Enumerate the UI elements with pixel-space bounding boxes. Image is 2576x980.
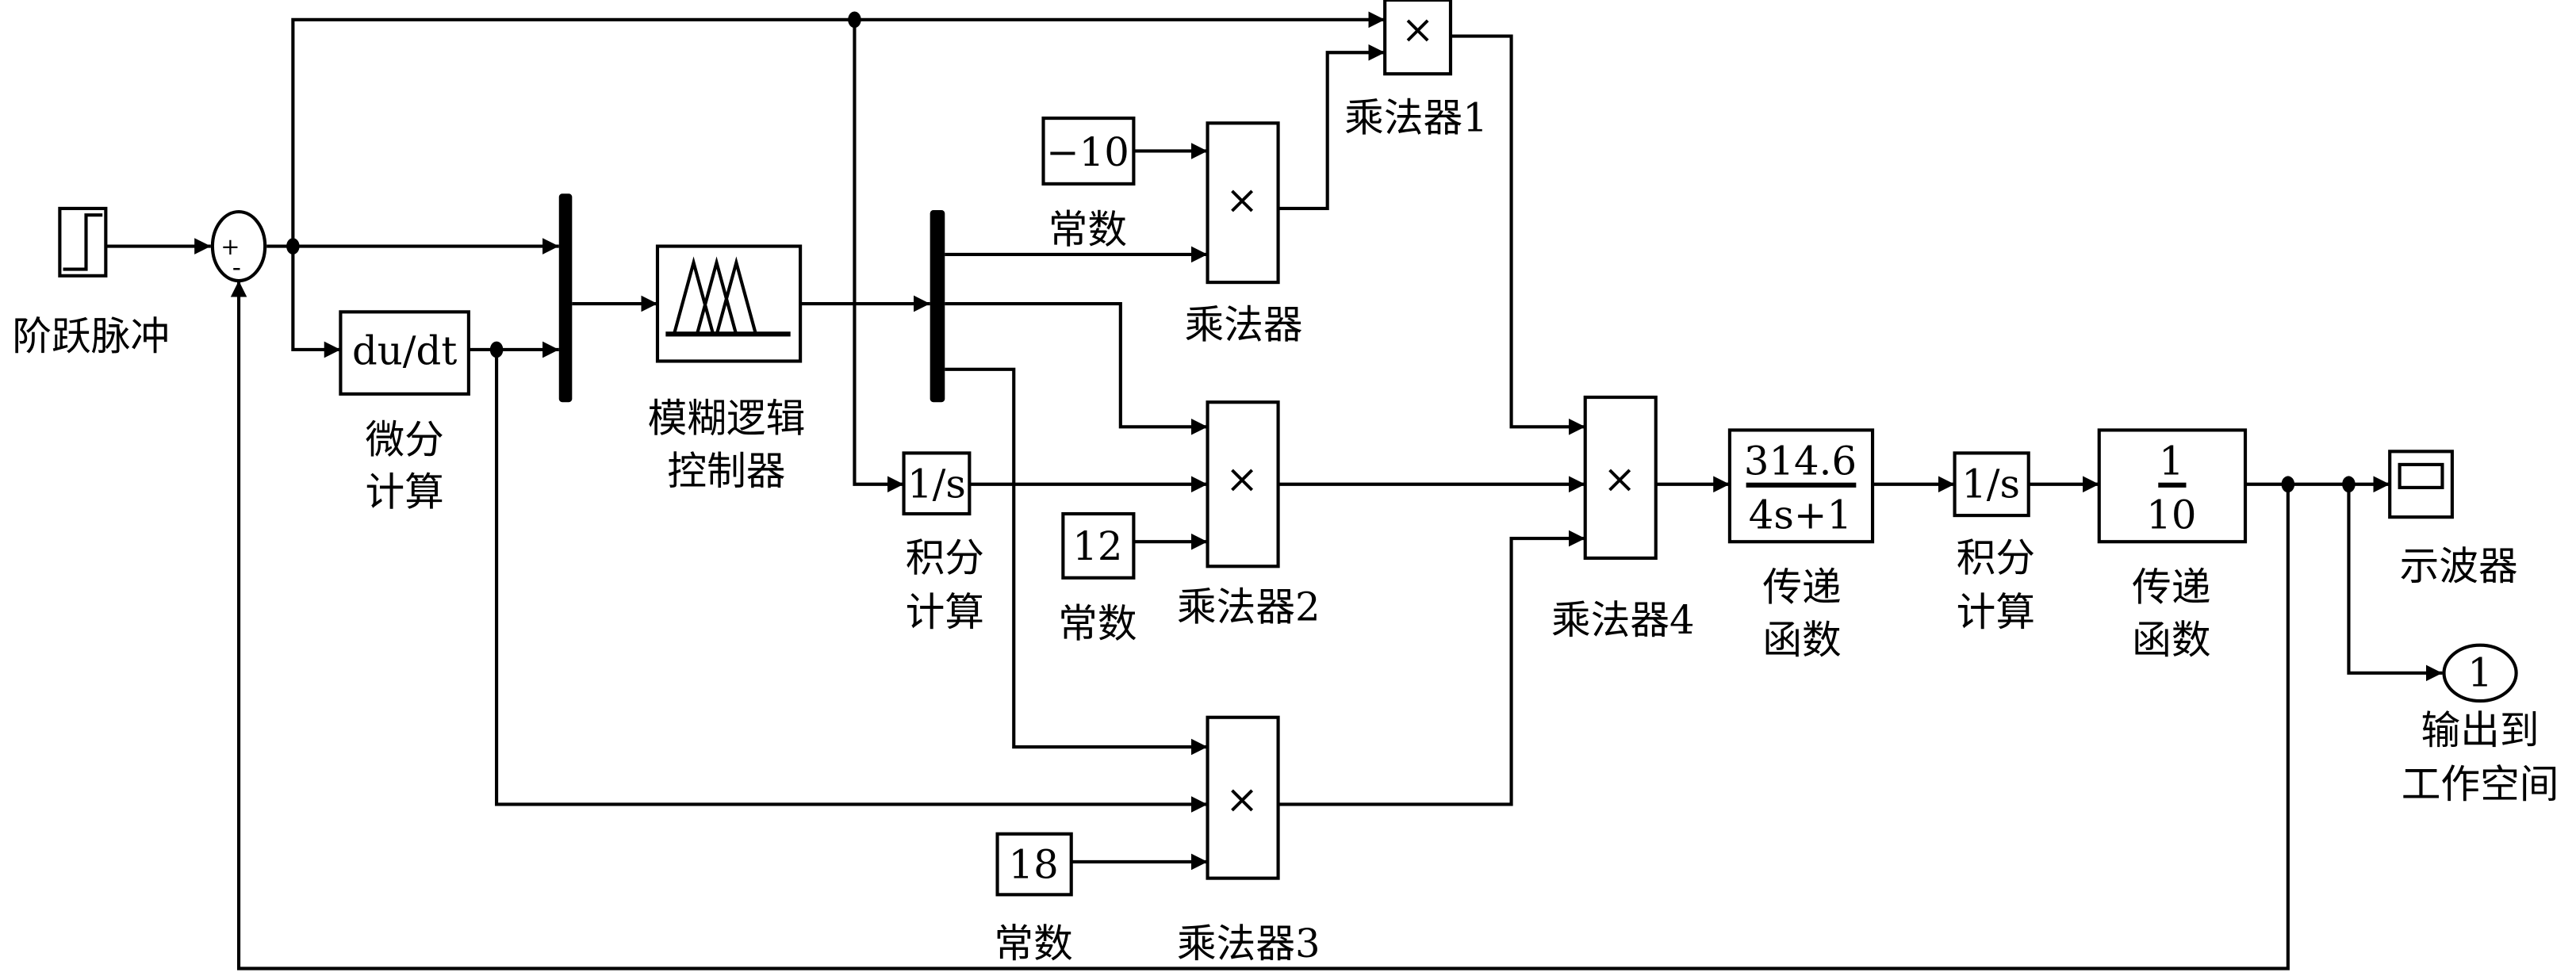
product-4-block[interactable]: × xyxy=(1583,395,1658,560)
mux-bar-2[interactable] xyxy=(930,210,945,403)
product-3-symbol: × xyxy=(1225,776,1259,822)
fuzzy-label-2: 控制器 xyxy=(667,448,785,494)
derivative-block[interactable]: du/dt xyxy=(339,310,470,396)
junction-dots xyxy=(286,11,2356,493)
constant-block-2[interactable]: 12 xyxy=(1061,511,1136,580)
transfer-function-1-block[interactable]: 314.6 4s+1 xyxy=(1727,428,1875,544)
transfer-2-denominator: 10 xyxy=(2146,492,2196,538)
product-1-symbol: × xyxy=(1401,6,1435,52)
constant-2-label: 常数 xyxy=(1058,600,1137,646)
transfer-1-numerator: 314.6 xyxy=(1744,438,1857,484)
integrator-2-label-1: 积分 xyxy=(1957,534,2035,580)
transfer-1-label-2: 函数 xyxy=(1762,617,1841,663)
integrator-1-label-2: 计算 xyxy=(906,589,984,635)
constant-block-3[interactable]: 18 xyxy=(995,832,1073,897)
integrator-1-expr: 1/s xyxy=(907,461,966,507)
outport-label-2: 工作空间 xyxy=(2402,761,2559,807)
constant-block-1[interactable]: −10 xyxy=(1041,116,1136,186)
transfer-2-numerator: 1 xyxy=(2159,438,2184,484)
sum-plus-sign: + xyxy=(220,233,240,260)
transfer-2-label-1: 传递 xyxy=(2132,565,2210,611)
product-4-label: 乘法器4 xyxy=(1551,597,1695,643)
transfer-1-denominator: 4s+1 xyxy=(1749,492,1852,538)
sum-block[interactable]: + - xyxy=(210,210,267,283)
outport-label-1: 输出到 xyxy=(2421,707,2540,753)
product-block[interactable]: × xyxy=(1206,121,1280,285)
derivative-expr: du/dt xyxy=(352,328,457,374)
constant-3-label: 常数 xyxy=(994,921,1072,967)
constant-1-value: −10 xyxy=(1046,129,1129,175)
fraction-bar xyxy=(2158,482,2187,488)
outport-block[interactable]: 1 xyxy=(2442,643,2518,703)
integrator-2-label-2: 计算 xyxy=(1957,589,2035,635)
transfer-2-label-2: 函数 xyxy=(2132,617,2210,663)
constant-3-value: 18 xyxy=(1008,842,1058,888)
derivative-label-2: 计算 xyxy=(365,469,443,515)
product-3-block[interactable]: × xyxy=(1206,715,1280,880)
step-label: 阶跃脉冲 xyxy=(12,313,170,359)
membership-functions-icon xyxy=(665,256,791,337)
scope-label: 示波器 xyxy=(2400,543,2518,589)
transfer-1-label-1: 传递 xyxy=(1762,565,1841,611)
product-2-symbol: × xyxy=(1225,456,1259,502)
integrator-1-label-1: 积分 xyxy=(906,534,984,580)
transfer-function-2-block[interactable]: 1 10 xyxy=(2097,428,2248,544)
fuzzy-controller-block[interactable] xyxy=(655,244,803,363)
integrator-1-block[interactable]: 1/s xyxy=(902,451,972,516)
derivative-label-1: 微分 xyxy=(365,416,443,462)
constant-1-label: 常数 xyxy=(1048,206,1127,252)
scope-screen-icon xyxy=(2398,462,2444,489)
scope-block[interactable] xyxy=(2388,450,2454,519)
integrator-2-expr: 1/s xyxy=(1961,461,2020,507)
mux-bar-1[interactable] xyxy=(558,193,573,403)
fuzzy-label-1: 模糊逻辑 xyxy=(648,396,806,442)
step-block[interactable] xyxy=(58,206,108,278)
product-symbol: × xyxy=(1225,177,1259,223)
fraction-bar xyxy=(1746,482,1857,488)
product-4-symbol: × xyxy=(1603,456,1636,502)
sum-minus-sign: - xyxy=(232,251,241,282)
product-2-label: 乘法器2 xyxy=(1177,584,1321,630)
outport-value: 1 xyxy=(2467,649,2493,695)
step-icon xyxy=(63,213,103,271)
integrator-2-block[interactable]: 1/s xyxy=(1953,451,2030,518)
product-1-block[interactable]: × xyxy=(1383,0,1453,76)
product-2-block[interactable]: × xyxy=(1206,400,1280,568)
constant-2-value: 12 xyxy=(1072,523,1122,569)
signal-lines xyxy=(105,11,2443,970)
product-1-label: 乘法器1 xyxy=(1344,95,1488,141)
product-label: 乘法器 xyxy=(1185,301,1303,347)
product-3-label: 乘法器3 xyxy=(1177,921,1321,967)
